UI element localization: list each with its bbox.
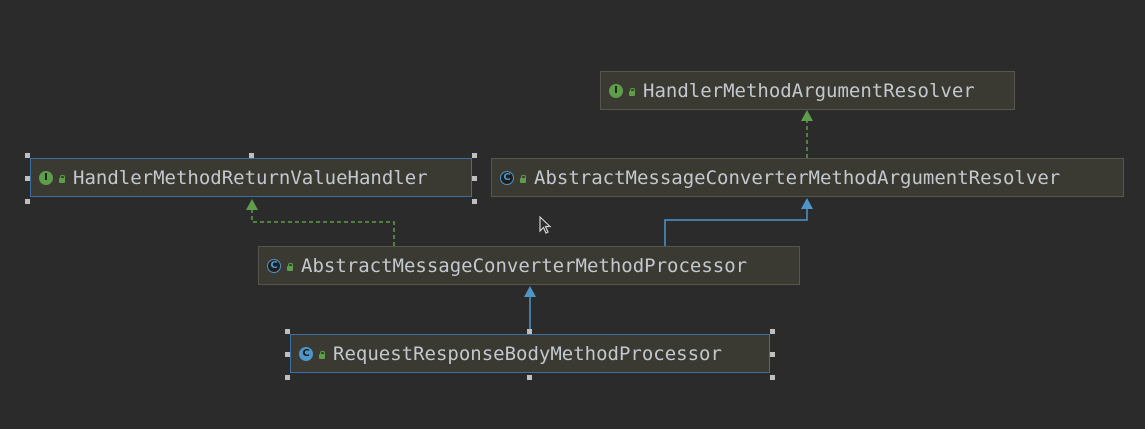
selection-handle[interactable]: [25, 176, 30, 181]
abstract-class-icon: C: [267, 258, 283, 274]
edge-implements-return-value-handler: [246, 199, 395, 246]
public-visibility-icon: [287, 262, 293, 271]
public-visibility-icon: [319, 350, 325, 359]
selection-handle[interactable]: [285, 352, 290, 357]
edge-extends-method-processor: [524, 286, 536, 334]
selection-handle[interactable]: [770, 329, 775, 334]
selection-handle[interactable]: [770, 352, 775, 357]
node-handler-method-argument-resolver[interactable]: I HandlerMethodArgumentResolver: [600, 71, 1015, 110]
edge-implements-argument-resolver: [801, 110, 813, 158]
interface-icon: I: [609, 83, 625, 99]
node-label: AbstractMessageConverterMethodArgumentRe…: [534, 166, 1061, 189]
selection-handle[interactable]: [472, 199, 477, 204]
selection-handle[interactable]: [25, 199, 30, 204]
selection-handle[interactable]: [285, 329, 290, 334]
selection-handle[interactable]: [25, 153, 30, 158]
node-abstract-message-converter-method-argument-resolver[interactable]: C AbstractMessageConverterMethodArgument…: [491, 158, 1124, 197]
edge-arrowhead: [524, 286, 536, 297]
public-visibility-icon: [59, 174, 65, 183]
selection-handle[interactable]: [527, 375, 532, 380]
node-label: HandlerMethodReturnValueHandler: [73, 166, 428, 189]
node-request-response-body-method-processor[interactable]: C RequestResponseBodyMethodProcessor: [290, 334, 770, 373]
edge-arrowhead: [801, 198, 813, 209]
mouse-cursor-icon: [539, 216, 552, 234]
edge-arrowhead: [801, 110, 813, 121]
class-icon: C: [299, 346, 315, 362]
selection-handle[interactable]: [770, 375, 775, 380]
abstract-class-icon: C: [500, 170, 516, 186]
edge-extends-argument-resolver: [664, 198, 813, 246]
node-label: AbstractMessageConverterMethodProcessor: [301, 254, 748, 277]
interface-icon: I: [39, 170, 55, 186]
selection-handle[interactable]: [527, 329, 532, 334]
node-label: HandlerMethodArgumentResolver: [643, 79, 975, 102]
selection-handle[interactable]: [472, 176, 477, 181]
selection-handle[interactable]: [249, 153, 254, 158]
node-abstract-message-converter-method-processor[interactable]: C AbstractMessageConverterMethodProcesso…: [258, 246, 800, 285]
selection-handle[interactable]: [285, 375, 290, 380]
node-handler-method-return-value-handler[interactable]: I HandlerMethodReturnValueHandler: [30, 158, 472, 197]
public-visibility-icon: [520, 174, 526, 183]
node-label: RequestResponseBodyMethodProcessor: [333, 342, 722, 365]
edge-arrowhead: [246, 199, 258, 210]
selection-handle[interactable]: [472, 153, 477, 158]
public-visibility-icon: [629, 87, 635, 96]
